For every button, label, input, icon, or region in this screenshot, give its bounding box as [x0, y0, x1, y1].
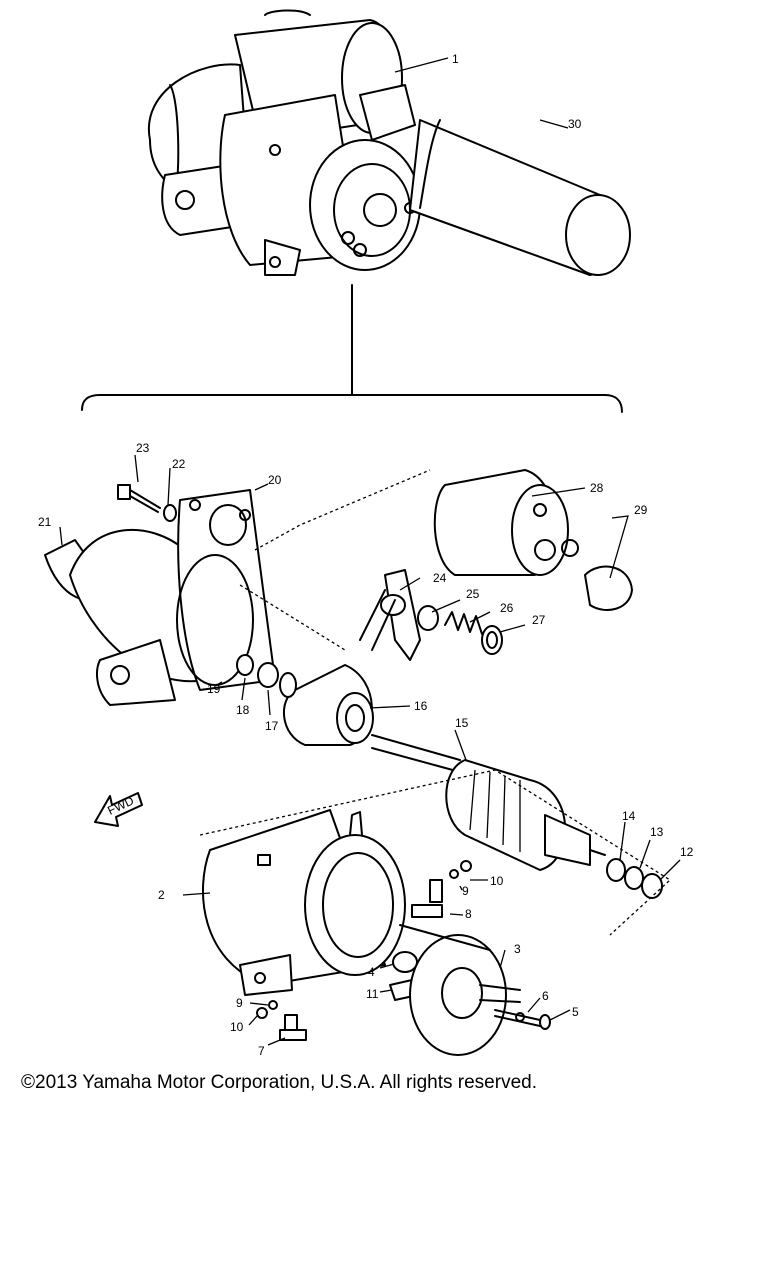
label-22: 22: [172, 457, 186, 471]
label-16: 16: [414, 699, 428, 713]
part-labels: 1 2 3 4 5 6 7 8 9 9 10 10 11 12 13 14 15…: [38, 52, 694, 1058]
label-5: 5: [572, 1005, 579, 1019]
label-17: 17: [265, 719, 279, 733]
label-23: 23: [136, 441, 150, 455]
label-8: 8: [465, 907, 472, 921]
label-4: 4: [368, 965, 375, 979]
label-30: 30: [568, 117, 582, 131]
label-14: 14: [622, 809, 636, 823]
label-11: 11: [366, 987, 379, 1001]
label-1: 1: [452, 52, 459, 66]
label-2: 2: [158, 888, 165, 902]
label-9b: 9: [236, 996, 243, 1010]
label-20: 20: [268, 473, 282, 487]
label-24: 24: [433, 571, 447, 585]
label-18: 18: [236, 703, 250, 717]
label-26: 26: [500, 601, 514, 615]
label-15: 15: [455, 716, 469, 730]
label-10b: 10: [230, 1020, 244, 1034]
exploded-components: [44, 469, 672, 1056]
assembled-starter-motor: [147, 9, 631, 276]
label-19: 19: [207, 682, 221, 696]
copyright-notice: ©2013 Yamaha Motor Corporation, U.S.A. A…: [21, 1072, 537, 1093]
label-6: 6: [542, 989, 549, 1003]
starter-motor-exploded-diagram: FWD 1 2: [38, 9, 694, 1058]
label-28: 28: [590, 481, 604, 495]
label-21: 21: [38, 515, 52, 529]
label-27: 27: [532, 613, 546, 627]
label-3: 3: [514, 942, 521, 956]
label-10a: 10: [490, 874, 504, 888]
label-7: 7: [258, 1044, 265, 1058]
fwd-arrow: FWD: [94, 792, 143, 827]
label-9a: 9: [462, 884, 469, 898]
label-12: 12: [680, 845, 694, 859]
label-13: 13: [650, 825, 664, 839]
label-25: 25: [466, 587, 480, 601]
label-29: 29: [634, 503, 648, 517]
